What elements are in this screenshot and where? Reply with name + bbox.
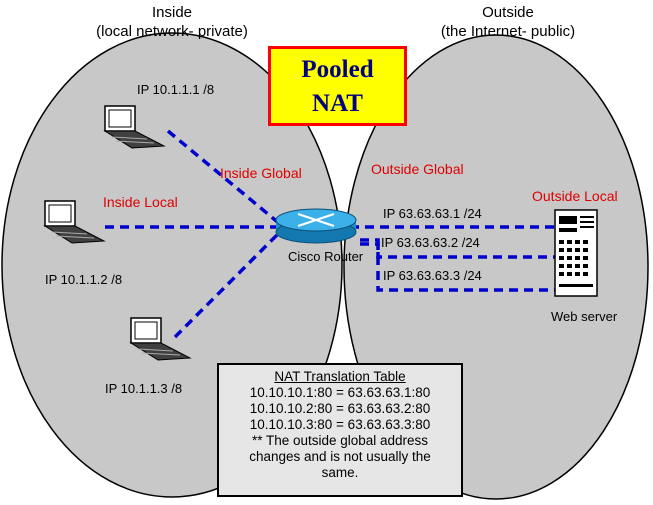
router-icon <box>275 208 357 244</box>
nat-translation-table: NAT Translation Table 10.10.10.1:80 = 63… <box>217 363 463 497</box>
pooled-nat-line1: Pooled <box>301 56 374 83</box>
nat-table-row: 10.10.10.3:80 = 63.63.63.3:80 <box>249 417 431 432</box>
link-host1-router <box>166 129 282 226</box>
outside-local-label: Outside Local <box>532 188 618 204</box>
pooled-nat-line2: NAT <box>312 90 363 117</box>
laptop-3-icon <box>129 317 192 361</box>
inside-subtitle: (local network- private) <box>96 23 248 40</box>
web-server-icon <box>554 209 598 297</box>
link-host3-router <box>173 230 282 339</box>
host-1-ip: IP 10.1.1.1 /8 <box>137 82 215 97</box>
outside-header: Outside (the Internet- public) <box>408 3 608 41</box>
nat-table-note-line: changes and is not usually the <box>249 449 431 464</box>
outside-global-label: Outside Global <box>371 161 464 177</box>
inside-title: Inside <box>151 4 193 21</box>
laptop-2-icon <box>43 200 106 244</box>
host-3-ip: IP 10.1.1.3 /8 <box>105 381 183 396</box>
laptop-1-icon <box>103 105 166 149</box>
nat-table-note-line: ** The outside global address <box>251 433 429 448</box>
public-ip-1: IP 63.63.63.1 /24 <box>383 206 482 221</box>
nat-table-note-line: same. <box>321 465 359 480</box>
inside-global-label: Inside Global <box>220 165 302 181</box>
outside-subtitle: (the Internet- public) <box>440 23 576 40</box>
inside-local-label: Inside Local <box>103 194 178 210</box>
pooled-nat-box: Pooled NAT <box>268 46 407 126</box>
host-2-ip: IP 10.1.1.2 /8 <box>45 272 123 287</box>
nat-table-title: NAT Translation Table <box>274 369 406 384</box>
web-server-label: Web server <box>551 309 618 324</box>
router-label: Cisco Router <box>288 249 364 264</box>
public-ip-3: IP 63.63.63.3 /24 <box>383 268 482 283</box>
link-router-server-2 <box>360 238 556 259</box>
outside-title: Outside <box>482 4 534 21</box>
public-ip-2: IP 63.63.63.2 /24 <box>381 235 480 250</box>
nat-table-row: 10.10.10.2:80 = 63.63.63.2:80 <box>249 401 431 416</box>
nat-table-row: 10.10.10.1:80 = 63.63.63.1:80 <box>249 385 431 400</box>
link-router-server-3 <box>360 242 556 292</box>
inside-header: Inside (local network- private) <box>72 3 272 41</box>
